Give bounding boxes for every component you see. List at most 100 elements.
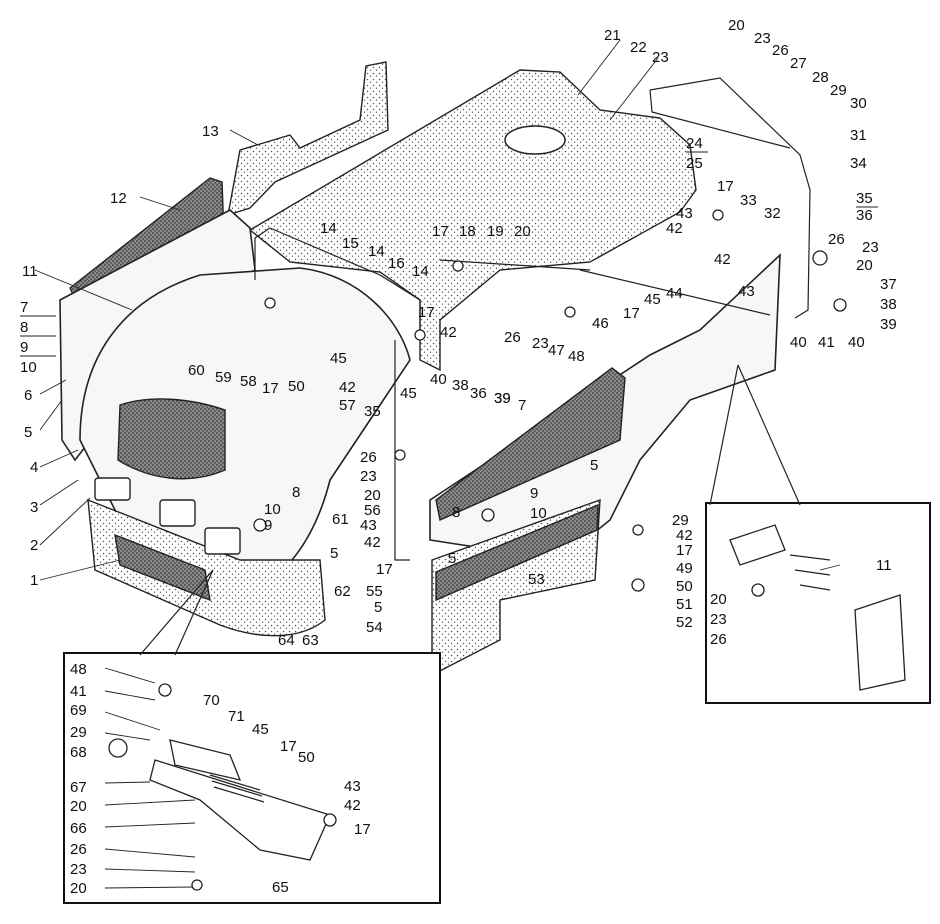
callout-label: 39 (494, 390, 511, 407)
callout-label: 50 (676, 578, 693, 595)
callout-label: 11 (22, 263, 38, 280)
front-cowl-mesh (117, 398, 226, 480)
hinge-inset-pointer (174, 569, 214, 656)
callout-label: 6 (24, 387, 32, 404)
hinge-plate (149, 759, 331, 861)
hood-top-shell (248, 69, 697, 372)
callout-label: 51 (676, 596, 693, 613)
callout-label: 30 (850, 95, 867, 112)
support-rod-lower (579, 269, 771, 316)
callout-label: 5 (448, 550, 456, 567)
callout-label: 52 (676, 614, 693, 631)
callout-label: 60 (188, 362, 205, 379)
callout-label: 17 (354, 821, 371, 838)
callout-label: 34 (850, 155, 867, 172)
headlight-right (204, 527, 241, 555)
callout-label: 7 (518, 397, 526, 414)
callout-label: 17 (717, 178, 734, 195)
callout-label: 17 (623, 305, 640, 322)
callout-label: 67 (70, 779, 87, 796)
callout-label: 17 (418, 304, 435, 321)
callout-label: 23 (360, 468, 377, 485)
callout-label: 63 (302, 632, 319, 649)
callout-label: 10 (20, 359, 37, 376)
callout-label: 19 (487, 223, 504, 240)
inner-frame (254, 227, 421, 561)
callout-label: 23 (652, 49, 669, 66)
callout-label: 58 (240, 373, 257, 390)
callout-label: 38 (880, 296, 897, 313)
callout-label: 3 (30, 499, 38, 516)
callout-label: 9 (264, 517, 272, 534)
callout-label: 42 (364, 534, 381, 551)
callout-label: 7 (20, 299, 28, 316)
callout-label: 48 (568, 348, 585, 365)
callout-label: 12 (110, 190, 127, 207)
callout-label: 17 (262, 380, 279, 397)
callout-label: 2 (30, 537, 38, 554)
callout-label: 69 (70, 702, 87, 719)
callout-label: 42 (714, 251, 731, 268)
callout-label: 53 (528, 571, 545, 588)
callout-label: 4 (30, 459, 38, 476)
callout-label: 44 (666, 285, 683, 302)
callout-label: 41 (818, 334, 835, 351)
callout-label: 54 (366, 619, 383, 636)
callout-label: 20 (70, 880, 87, 897)
hinge-knob (108, 738, 128, 758)
callout-label: 26 (504, 329, 521, 346)
latch-handle (729, 524, 786, 566)
callout-label: 71 (228, 708, 245, 725)
rear-frame (649, 77, 811, 319)
headlight-left (94, 477, 131, 501)
leader-lines (34, 39, 841, 889)
callout-label: 40 (430, 371, 447, 388)
callout-label: 43 (676, 205, 693, 222)
callout-label: 20 (70, 798, 87, 815)
callout-label: 1 (30, 572, 38, 589)
callout-label: 55 (366, 583, 383, 600)
front-lower-apron (87, 498, 326, 637)
callout-label: 13 (202, 123, 219, 140)
callout-label: 26 (360, 449, 377, 466)
callout-label: 8 (292, 484, 300, 501)
latch-plate (854, 594, 906, 691)
callout-label: 26 (828, 231, 845, 248)
callout-label: 37 (880, 276, 897, 293)
headlight-mid (159, 499, 196, 527)
callout-label: 35 (364, 403, 381, 420)
front-lower-grille (114, 533, 211, 602)
callout-label: 39 (494, 390, 511, 407)
callout-label: 23 (70, 861, 87, 878)
callout-label: 20 (364, 487, 381, 504)
callout-label: 26 (772, 42, 789, 59)
callout-label: 16 (388, 255, 405, 272)
callout-label: 20 (710, 591, 727, 608)
callout-label: 56 (364, 502, 381, 519)
callout-label: 36 (470, 385, 487, 402)
callout-label: 23 (754, 30, 771, 47)
callout-label: 27 (790, 55, 807, 72)
callout-label: 41 (70, 683, 87, 700)
callout-label: 42 (440, 324, 457, 341)
callout-label: 17 (432, 223, 449, 240)
detail-inset-hinge (63, 652, 441, 904)
callout-label: 5 (330, 545, 338, 562)
inset-pointer (737, 364, 801, 506)
callout-label: 33 (740, 192, 757, 209)
callout-label: 10 (530, 505, 547, 522)
callout-label: 23 (862, 239, 879, 256)
callout-label: 18 (459, 223, 476, 240)
callout-label: 25 (686, 155, 703, 172)
callout-label: 50 (288, 378, 305, 395)
right-side-panel-lower-mesh (435, 503, 599, 602)
callout-label: 45 (644, 291, 661, 308)
callout-label: 14 (320, 220, 337, 237)
callout-label: 29 (830, 82, 847, 99)
callout-label: 29 (70, 724, 87, 741)
callout-label: 40 (848, 334, 865, 351)
callout-label: 65 (272, 879, 289, 896)
callout-label: 20 (728, 17, 745, 34)
